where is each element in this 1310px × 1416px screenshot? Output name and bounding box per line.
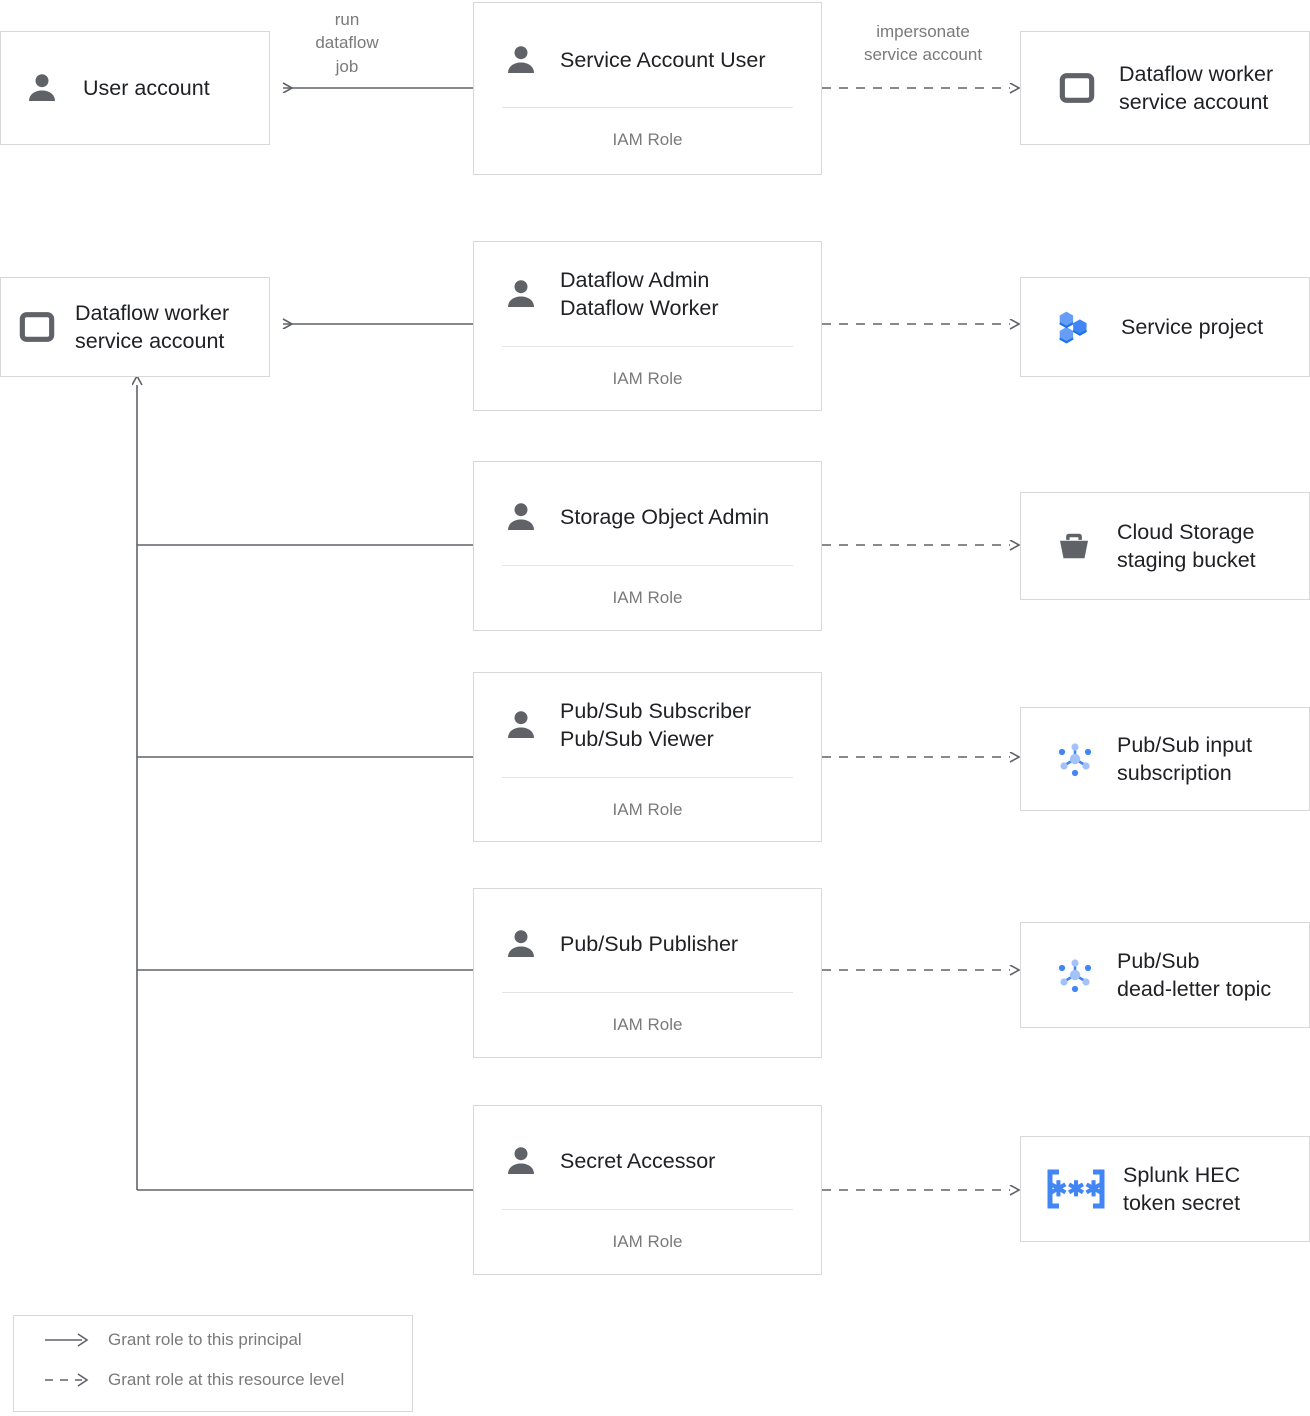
role-card-secret-accessor[interactable]: Secret Accessor IAM Role <box>473 1105 822 1275</box>
divider <box>502 565 793 566</box>
role-card-service-account-user[interactable]: Service Account User IAM Role <box>473 2 822 175</box>
secret-manager-icon: ✱✱✱ <box>1045 1167 1107 1211</box>
project-hexagons-icon <box>1053 304 1099 350</box>
person-icon <box>502 1142 540 1180</box>
role-card-label: Storage Object Admin <box>560 504 770 529</box>
entity-label: Dataflow worker service account <box>75 300 230 353</box>
entity-service-project[interactable]: Service project <box>1020 277 1310 377</box>
dashed-arrow-icon <box>44 1371 90 1389</box>
role-card-label: Secret Accessor <box>560 1148 716 1173</box>
entity-label: User account <box>83 75 210 100</box>
role-card-label: Service Account User <box>560 47 766 72</box>
role-card-storage-object-admin[interactable]: Storage Object Admin IAM Role <box>473 461 822 631</box>
entity-splunk-hec-token-secret[interactable]: ✱✱✱ Splunk HEC token secret <box>1020 1136 1310 1242</box>
legend-label: Grant role to this principal <box>108 1330 302 1349</box>
role-card-dataflow-admin[interactable]: Dataflow Admin Dataflow Worker IAM Role <box>473 241 822 411</box>
entity-cloud-storage-staging-bucket[interactable]: Cloud Storage staging bucket <box>1020 492 1310 600</box>
service-account-icon <box>17 307 57 347</box>
role-card-sublabel: IAM Role <box>612 588 683 607</box>
divider <box>502 1209 793 1210</box>
legend: Grant role to this principal Grant role … <box>13 1315 413 1412</box>
role-card-label: Pub/Sub Subscriber Pub/Sub Viewer <box>560 699 752 752</box>
entity-label: Splunk HEC token secret <box>1123 1162 1241 1215</box>
role-card-sublabel: IAM Role <box>612 1015 683 1034</box>
role-card-pubsub-subscriber[interactable]: Pub/Sub Subscriber Pub/Sub Viewer IAM Ro… <box>473 672 822 842</box>
person-icon <box>502 925 540 963</box>
person-icon <box>502 706 540 744</box>
person-icon <box>502 275 540 313</box>
role-card-label: Pub/Sub Publisher <box>560 931 739 956</box>
role-card-pubsub-publisher[interactable]: Pub/Sub Publisher IAM Role <box>473 888 822 1058</box>
service-account-icon <box>1057 68 1097 108</box>
divider <box>502 992 793 993</box>
entity-dataflow-worker-service-account-top[interactable]: Dataflow worker service account <box>1020 31 1310 145</box>
role-card-sublabel: IAM Role <box>612 799 683 819</box>
pubsub-icon <box>1051 735 1099 783</box>
solid-arrow-icon <box>44 1331 90 1349</box>
caption-run-dataflow-job: run dataflow job <box>315 10 379 76</box>
legend-label: Grant role at this resource level <box>108 1370 345 1389</box>
entity-pubsub-input-subscription[interactable]: Pub/Sub input subscription <box>1020 707 1310 811</box>
entity-dataflow-worker-service-account-principal[interactable]: Dataflow worker service account <box>0 277 270 377</box>
entity-label: Pub/Sub input subscription <box>1117 732 1253 785</box>
person-icon <box>502 498 540 536</box>
entity-label: Pub/Sub dead-letter topic <box>1117 948 1272 1001</box>
svg-text:✱✱✱: ✱✱✱ <box>1050 1178 1103 1201</box>
entity-user-account[interactable]: User account <box>0 31 270 145</box>
divider <box>502 345 793 347</box>
pubsub-icon <box>1051 951 1099 999</box>
entity-label: Service project <box>1121 314 1264 339</box>
entity-pubsub-dead-letter-topic[interactable]: Pub/Sub dead-letter topic <box>1020 922 1310 1028</box>
divider <box>502 107 793 108</box>
entity-label: Cloud Storage staging bucket <box>1117 519 1256 572</box>
cloud-storage-bucket-icon <box>1053 525 1095 567</box>
caption-impersonate-service-account: impersonate service account <box>863 22 983 65</box>
role-card-sublabel: IAM Role <box>612 368 683 388</box>
divider <box>502 776 793 778</box>
role-card-sublabel: IAM Role <box>612 1232 683 1251</box>
legend-item-grant-role-at-resource-level: Grant role at this resource level <box>44 1370 344 1390</box>
legend-item-grant-role-to-principal: Grant role to this principal <box>44 1330 302 1350</box>
role-card-sublabel: IAM Role <box>612 130 683 149</box>
role-card-label: Dataflow Admin Dataflow Worker <box>560 268 719 321</box>
person-icon <box>23 69 61 107</box>
person-icon <box>502 41 540 79</box>
entity-label: Dataflow worker service account <box>1119 61 1274 114</box>
